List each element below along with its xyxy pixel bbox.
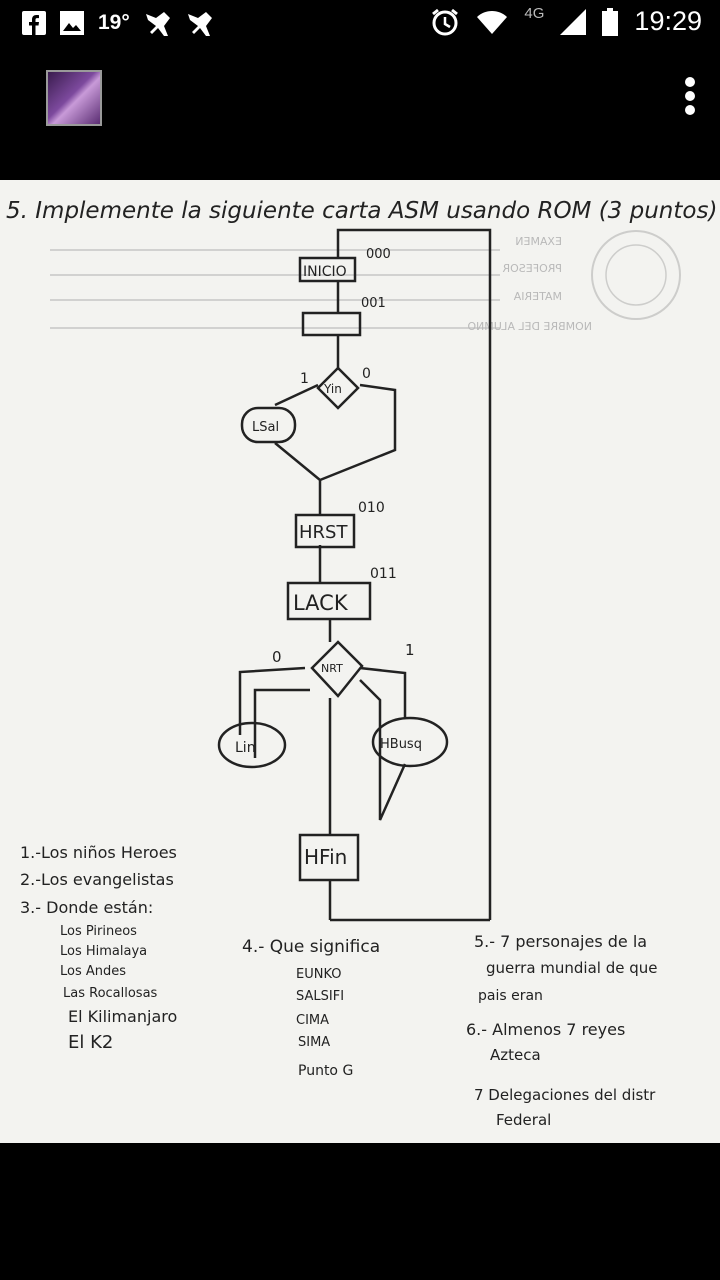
question-5: pais eran xyxy=(478,988,543,1004)
question-7: 7 Delegaciones del distr xyxy=(474,1086,656,1104)
asm-output-lsal: LSal xyxy=(240,406,297,444)
question-6: 6.- Almenos 7 reyes xyxy=(466,1020,625,1039)
wifi-icon xyxy=(477,10,508,34)
svg-text:HFin: HFin xyxy=(304,845,347,869)
document-photo[interactable]: EXAMEN PROFESOR MATERIA NOMBRE DEL ALUMN… xyxy=(0,180,720,1143)
question-7: Federal xyxy=(496,1111,551,1129)
question-5: 5.- 7 personajes de la xyxy=(474,932,647,951)
app-bar xyxy=(0,50,720,142)
q4-item: SIMA xyxy=(298,1035,330,1050)
faint-alumno: NOMBRE DEL ALUMNO xyxy=(467,320,592,333)
image-thumbnail[interactable] xyxy=(46,70,102,126)
asm-state-inicio: INICIO 000 xyxy=(298,247,391,283)
list3-item: Los Pirineos xyxy=(60,924,137,939)
signal-icon xyxy=(560,8,587,35)
handwritten-page: EXAMEN PROFESOR MATERIA NOMBRE DEL ALUMN… xyxy=(6,198,717,1129)
q4-item: SALSIFI xyxy=(296,989,344,1004)
list-item-3-title: 3.- Donde están: xyxy=(20,898,153,917)
faint-examen: EXAMEN xyxy=(515,235,562,248)
faint-form-lines xyxy=(50,249,500,329)
network-type: 4G xyxy=(524,5,545,22)
asm-decision-nrt: NRT 0 1 xyxy=(272,640,415,698)
pin-icon xyxy=(187,12,212,36)
svg-text:HBusq: HBusq xyxy=(380,737,422,752)
gallery-icon xyxy=(60,11,84,35)
svg-text:HRST: HRST xyxy=(299,522,348,543)
exam-header: 5. Implemente la siguiente carta ASM usa… xyxy=(6,198,717,224)
alarm-icon xyxy=(432,8,459,35)
svg-text:NRT: NRT xyxy=(321,662,343,675)
asm-state-lack: LACK 011 xyxy=(286,566,397,621)
flowchart-lines xyxy=(238,228,492,922)
battery-icon xyxy=(602,7,619,36)
list-item-2: 2.-Los evangelistas xyxy=(20,870,174,889)
svg-text:011: 011 xyxy=(370,566,397,582)
list3-item: El K2 xyxy=(68,1032,113,1053)
svg-text:Lin: Lin xyxy=(235,740,256,756)
q4-item: EUNKO xyxy=(296,967,342,982)
list3-item: Las Rocallosas xyxy=(63,986,158,1001)
asm-output-lin: Lin xyxy=(217,721,287,769)
svg-text:0: 0 xyxy=(272,648,282,666)
svg-text:LACK: LACK xyxy=(293,591,349,615)
status-bar: 19° 4G 19:29 xyxy=(0,0,720,50)
asm-state-hrst: HRST 010 xyxy=(294,500,385,549)
svg-text:1: 1 xyxy=(300,371,309,387)
faint-profesor: PROFESOR xyxy=(502,262,562,275)
svg-text:010: 010 xyxy=(358,500,385,516)
question-5: guerra mundial de que xyxy=(486,959,658,977)
question-6: Azteca xyxy=(490,1046,541,1064)
faint-seal xyxy=(591,230,681,320)
svg-text:0: 0 xyxy=(362,366,371,382)
pin-icon xyxy=(145,12,170,36)
temperature: 19° xyxy=(98,11,130,34)
more-vert-icon[interactable] xyxy=(680,74,700,122)
svg-text:Yin: Yin xyxy=(323,382,342,396)
list-item-1: 1.-Los niños Heroes xyxy=(20,843,177,862)
question-4-title: 4.- Que significa xyxy=(242,937,380,957)
svg-text:LSal: LSal xyxy=(252,420,279,435)
svg-text:INICIO: INICIO xyxy=(303,264,347,280)
list3-item: Los Himalaya xyxy=(60,944,147,959)
asm-state-hfin: HFin xyxy=(298,833,360,882)
q4-item: Punto G xyxy=(298,1063,353,1079)
svg-text:001: 001 xyxy=(361,296,386,311)
list3-item: Los Andes xyxy=(60,964,126,979)
svg-text:000: 000 xyxy=(366,247,391,262)
facebook-icon xyxy=(22,11,46,35)
clock: 19:29 xyxy=(634,6,702,36)
list3-item: El Kilimanjaro xyxy=(68,1007,177,1026)
faint-materia: MATERIA xyxy=(513,290,562,303)
q4-item: CIMA xyxy=(296,1013,329,1028)
asm-decision-yin: Yin 1 0 xyxy=(300,366,371,410)
svg-text:1: 1 xyxy=(405,641,415,659)
asm-state-001: 001 xyxy=(301,296,386,337)
asm-output-hbusq: HBusq xyxy=(371,716,449,768)
